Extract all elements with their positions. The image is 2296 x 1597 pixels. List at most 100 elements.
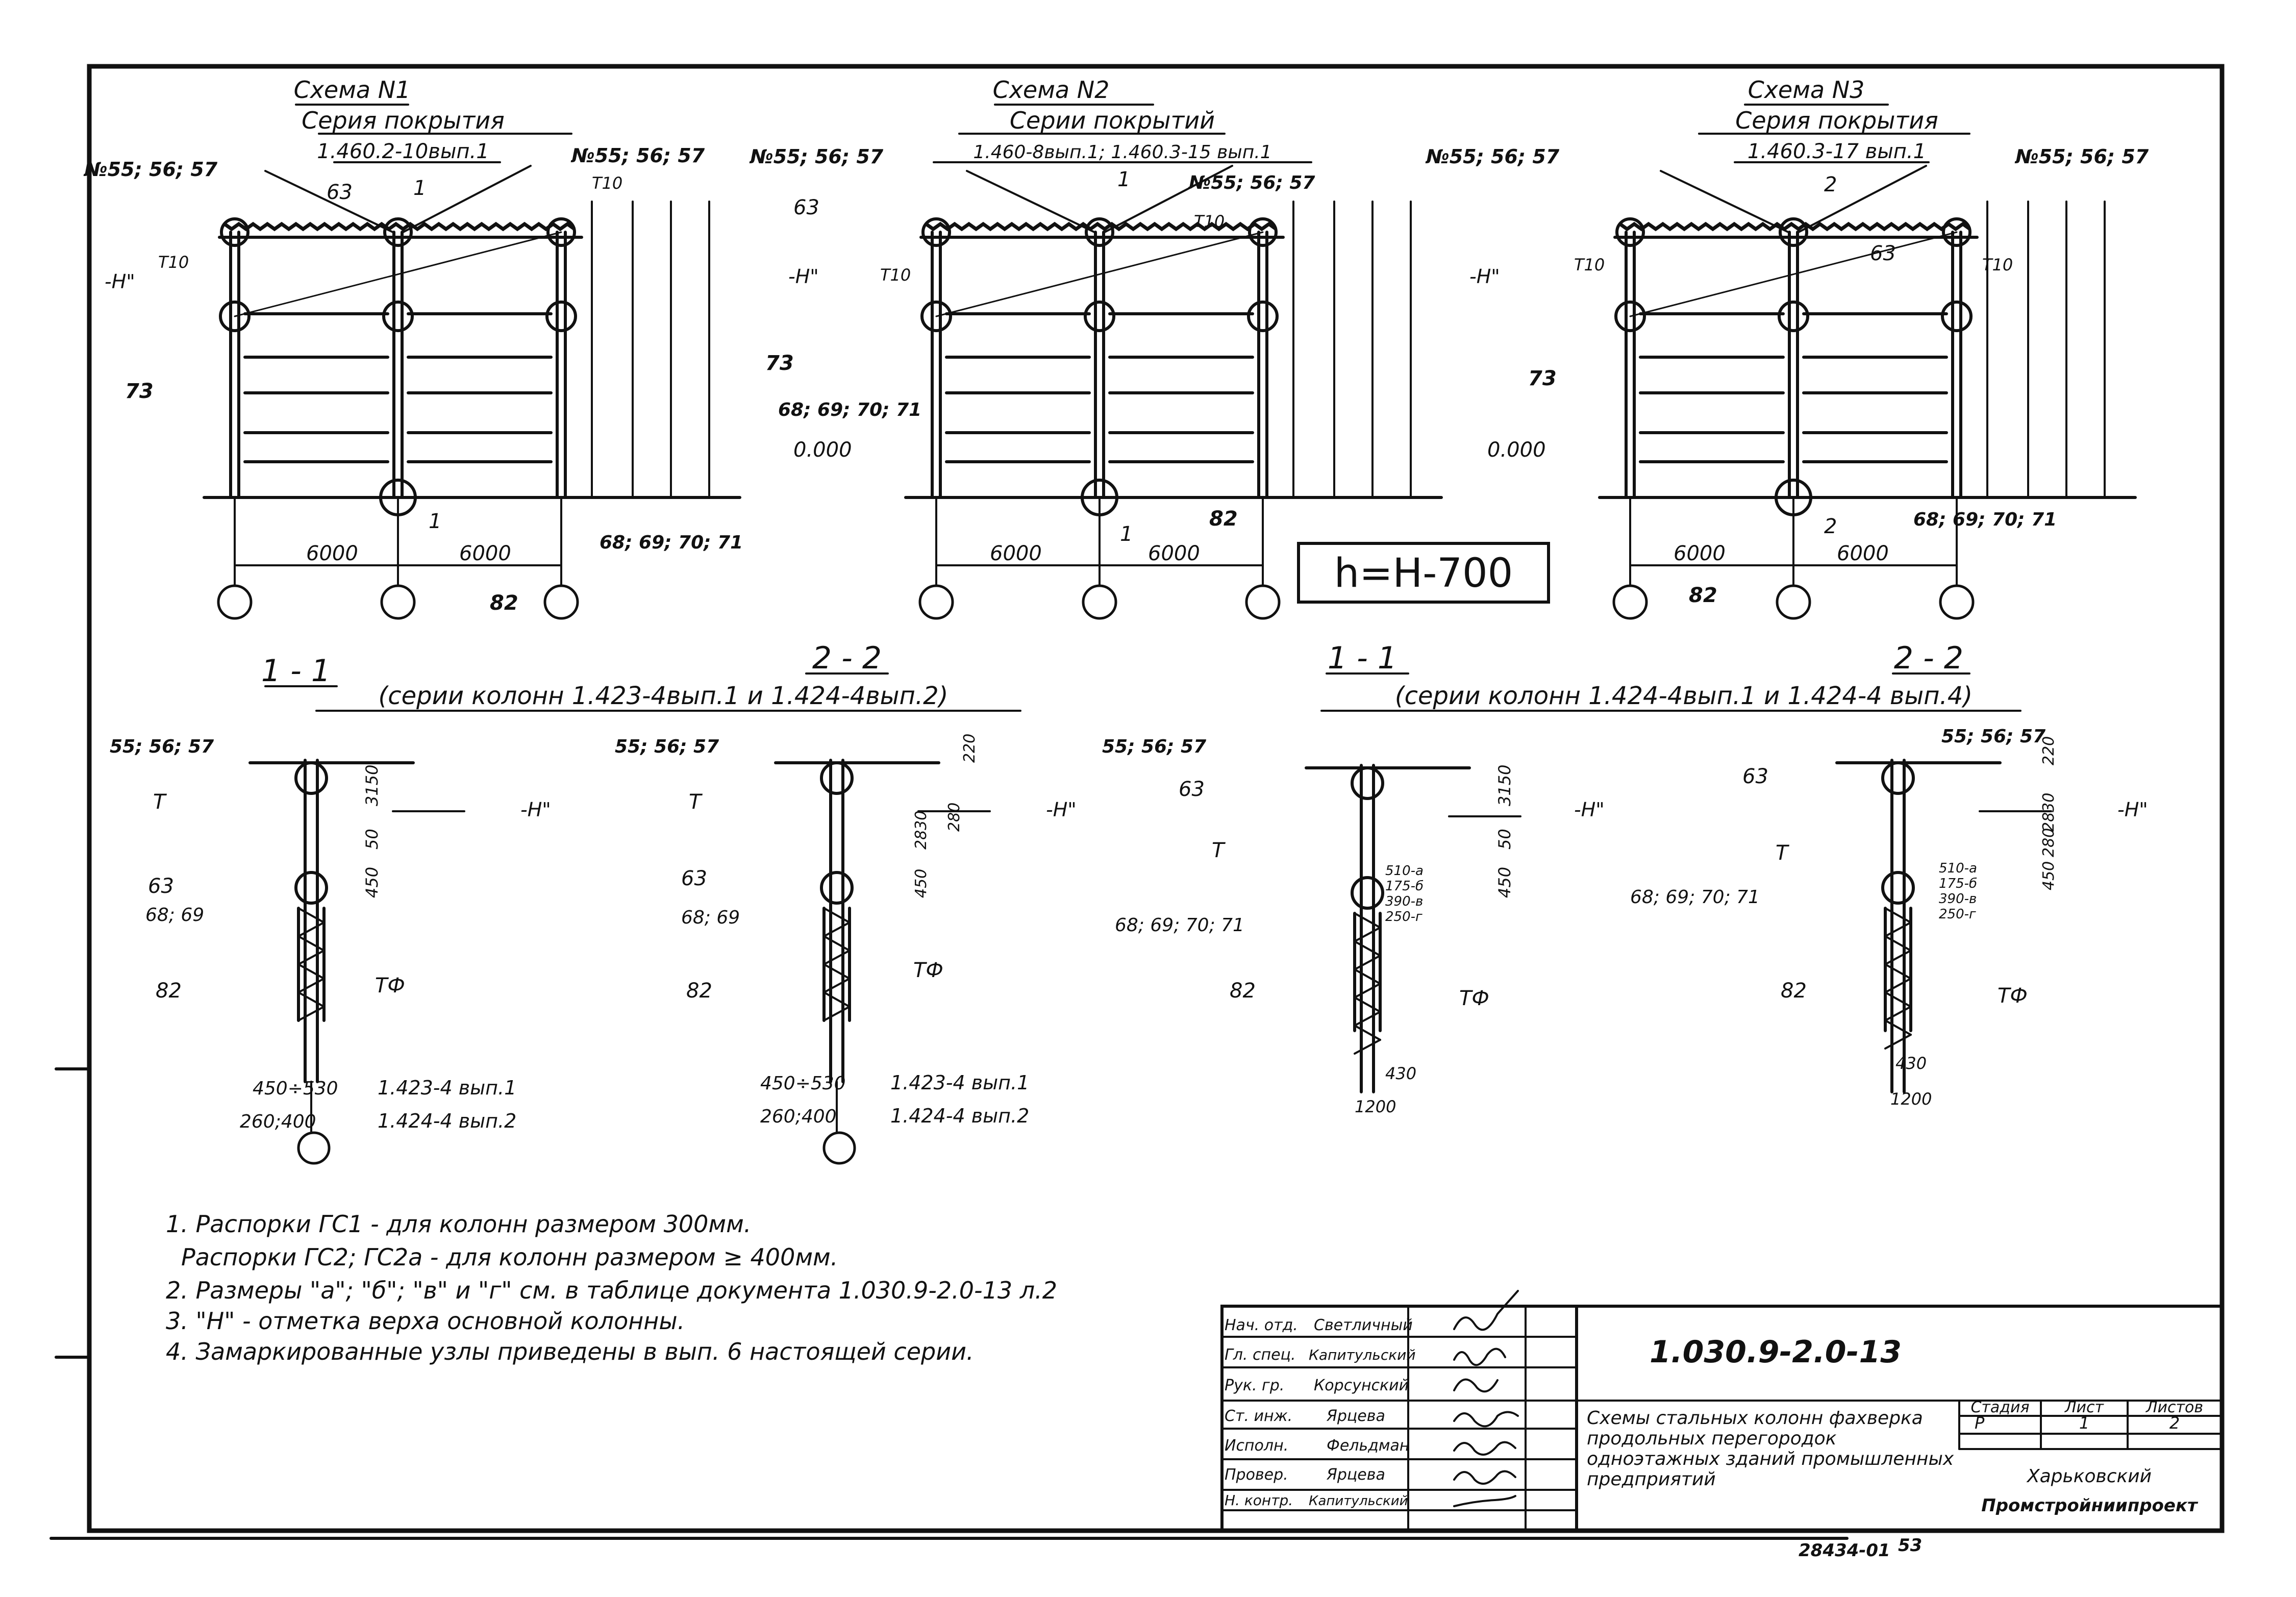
node-callout: 63 <box>1179 778 1205 801</box>
node-callout: №55; 56; 57 <box>2014 145 2149 168</box>
dim: 3150 <box>1495 765 1514 806</box>
dim: 430 <box>1385 1064 1416 1083</box>
truss-diagonal <box>1354 912 1381 929</box>
formula: h=H-700 <box>1334 551 1513 596</box>
node-circle <box>546 217 576 247</box>
truss-diagonal <box>1354 940 1381 957</box>
roof-profile <box>1618 221 1971 232</box>
truss-diagonal <box>297 963 325 980</box>
axis-bubble <box>1245 584 1281 620</box>
tf-label: ТФ <box>913 959 943 982</box>
stamp-name: Капитульский <box>1309 1493 1408 1509</box>
t-label: T <box>1212 839 1226 862</box>
span-dim: 6000 <box>990 542 1042 565</box>
node-circle <box>1247 301 1279 332</box>
h-mark: -H" <box>520 798 551 821</box>
notes: 1. Распорки ГС1 - для колонн размером 30… <box>166 1210 1057 1365</box>
node-circle <box>1942 217 1971 247</box>
table-cell: 260;400 <box>240 1111 316 1132</box>
span-dim: 6000 <box>306 542 358 565</box>
table-cell: 450÷530 <box>253 1078 338 1099</box>
node-circle <box>1351 766 1384 800</box>
roof-profile <box>223 221 576 232</box>
t-label: T <box>153 790 167 814</box>
section-caption: (серии колонн 1.424-4вып.1 и 1.424-4 вып… <box>1395 682 1973 710</box>
table-cell: 1.424-4 вып.2 <box>378 1110 516 1132</box>
scheme-title: Схема N1 <box>294 76 411 104</box>
stage-value: Р <box>1975 1413 1985 1433</box>
cut-mark: 2 <box>1824 515 1837 538</box>
dim: 50 <box>1495 829 1514 850</box>
stamp-name: Светличный <box>1314 1316 1413 1334</box>
title-block: Нач. отд. Светличный Гл. спец. Капитульс… <box>1220 1290 2224 1532</box>
note-line: 1. Распорки ГС1 - для колонн размером 30… <box>166 1210 751 1238</box>
doc-code: 1.030.9-2.0-13 <box>1650 1334 1902 1370</box>
node-callout: 68; 69 <box>145 905 204 926</box>
truss-diagonal <box>1354 1039 1381 1055</box>
node-callout: 73 <box>1528 367 1557 390</box>
t10-label: T10 <box>880 265 911 285</box>
leader <box>234 231 562 317</box>
node-callout: 63 <box>681 867 707 890</box>
scheme-2-title: Схема N2 Серии покрытий 1.460-8вып.1; 1.… <box>933 76 1312 163</box>
truss-diagonal <box>1884 907 1912 924</box>
dim: 510-a <box>1385 863 1424 879</box>
dim: 2830 <box>912 811 930 850</box>
node-callout: 82 <box>490 591 518 615</box>
axis-bubble <box>380 584 416 620</box>
node-circle <box>383 217 413 247</box>
truss-diagonal <box>297 991 325 1008</box>
dim: 1200 <box>1890 1089 1932 1109</box>
stamp-role: Исполн. <box>1225 1437 1288 1455</box>
truss-diagonal <box>1354 955 1381 970</box>
node-callout: 63 <box>1870 242 1896 265</box>
sheet-frame <box>87 64 2225 1533</box>
scheme-series-label: Серия покрытия <box>302 107 505 134</box>
tf-label: ТФ <box>375 974 405 997</box>
t-label: T <box>689 790 703 814</box>
node-circle <box>1351 876 1384 910</box>
scheme-series-label: Серии покрытий <box>1010 107 1215 134</box>
scheme-annotations: №55; 56; 57 №55; 56; 57 63 1 T10 T10 -H"… <box>83 144 2149 615</box>
node-callout: 55; 56; 57 <box>615 736 719 757</box>
truss-diagonal <box>1884 991 1912 1008</box>
node-callout: 82 <box>1230 979 1256 1003</box>
node-callout: 82 <box>1209 507 1238 531</box>
stamp-role: Н. контр. <box>1225 1492 1293 1509</box>
truss-diagonal <box>297 921 325 937</box>
truss-diagonal <box>823 950 851 965</box>
truss-diagonal <box>1884 1034 1912 1050</box>
table-cell: 1.423-4 вып.1 <box>890 1071 1029 1094</box>
node-circle <box>219 301 251 332</box>
node-callout: 73 <box>765 352 794 375</box>
truss-diagonal <box>823 921 851 937</box>
sheet-header: Лист <box>2064 1399 2105 1416</box>
leader <box>1104 165 1233 233</box>
node-circle <box>294 761 328 795</box>
h-mark: -H" <box>1046 798 1077 821</box>
truss-diagonal <box>823 1006 851 1021</box>
truss-diagonal <box>1354 968 1381 985</box>
note-line: 3. "H" - отметка верха основной колонны. <box>166 1307 685 1335</box>
truss-diagonal <box>1354 1025 1381 1041</box>
section-annotations: 55; 56; 57 T 63 68; 69 82 ТФ 3150 50 450… <box>110 726 2148 1132</box>
t-label: T <box>1776 841 1790 865</box>
h-mark: -H" <box>1469 265 1500 288</box>
dim: 250-г <box>1385 909 1422 925</box>
dim: 250-г <box>1939 907 1976 922</box>
t10-label: T10 <box>158 253 189 272</box>
h-mark: -H" <box>2117 798 2148 821</box>
dim: 1200 <box>1355 1097 1396 1116</box>
table-cell: 1.423-4 вып.1 <box>378 1077 516 1099</box>
node-circle <box>1779 217 1808 247</box>
truss-diagonal <box>1354 983 1381 999</box>
cut-mark: 1 <box>413 177 426 200</box>
stamp-name: Ярцева <box>1326 1407 1385 1425</box>
scheme-series-label: Серия покрытия <box>1735 107 1938 134</box>
node-callout: 82 <box>686 979 712 1003</box>
cut-mark: 2 <box>1824 173 1837 196</box>
note-line: 2. Размеры "а"; "б"; "в" и "г" см. в таб… <box>166 1277 1057 1304</box>
tf-label: ТФ <box>1459 987 1489 1010</box>
node-callout: 73 <box>125 380 154 403</box>
